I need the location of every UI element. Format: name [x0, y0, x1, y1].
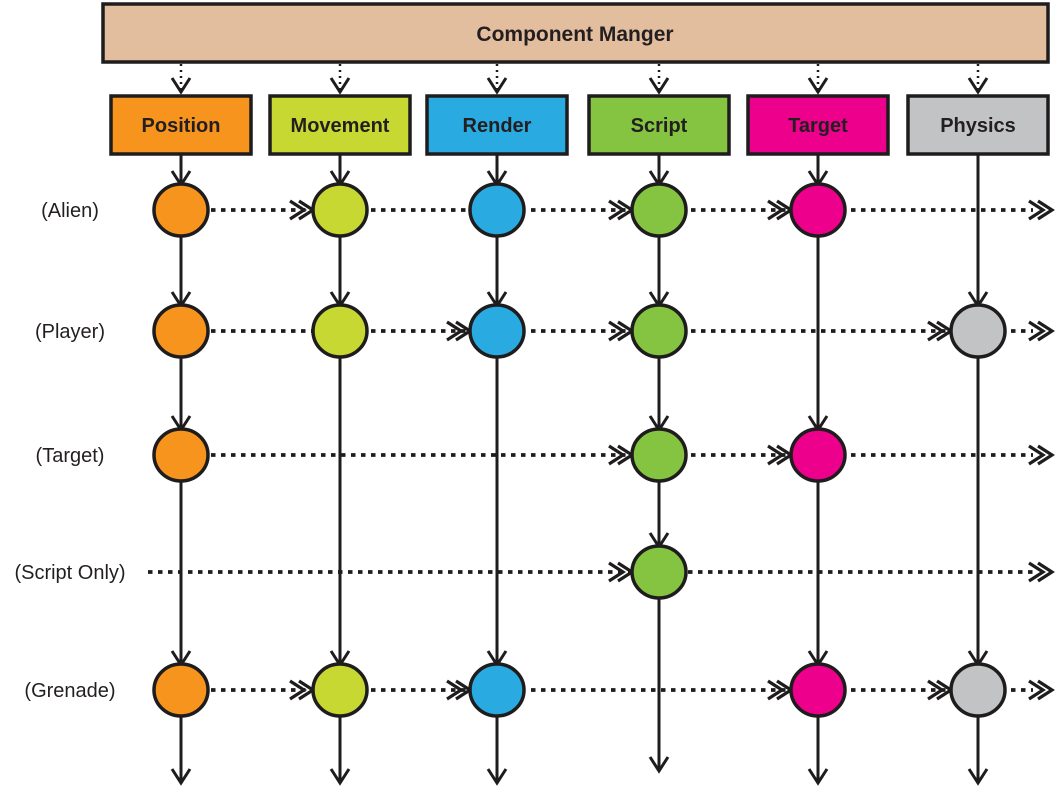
component-box-label-target: Target: [788, 115, 848, 137]
bar-connector-arrowhead-physics: [967, 77, 989, 95]
bar-connector-arrowhead-target: [807, 77, 829, 95]
circle-player-position: [152, 303, 210, 359]
dashed-arrowhead-grenade-render: [446, 679, 473, 701]
column-bottom-arrowhead-physics: [967, 768, 989, 786]
bar-connector-arrowhead-render: [486, 77, 508, 95]
row-label-alien: (Alien): [41, 200, 99, 222]
circle-target-target: [789, 427, 847, 483]
row-label-grenade: (Grenade): [24, 680, 115, 702]
circle-alien-position: [152, 182, 210, 238]
circle-target-script: [630, 427, 688, 483]
row-right-edge-arrowhead-grenade: [1028, 679, 1055, 701]
component-box-render: [425, 94, 569, 156]
diagram-generated-content: Position Movement Render Script Target Physic…: [14, 64, 1055, 786]
row-right-edge-arrowhead-player: [1028, 320, 1055, 342]
circle-grenade-movement: [311, 662, 369, 718]
circle-alien-movement: [311, 182, 369, 238]
bar-connector-arrowhead-movement: [329, 77, 351, 95]
circle-alien-render: [468, 182, 526, 238]
component-manager-title: Component Manger: [476, 23, 673, 46]
bar-connector-arrowhead-position: [170, 77, 192, 95]
circle-grenade-physics: [949, 662, 1007, 718]
component-box-movement: [268, 94, 412, 156]
row-label-player: (Player): [35, 321, 105, 343]
component-box-target: [746, 94, 890, 156]
column-bottom-arrowhead-position: [170, 768, 192, 786]
circle-grenade-target: [789, 662, 847, 718]
row-right-edge-arrowhead-target: [1028, 444, 1055, 466]
circle-player-physics: [949, 303, 1007, 359]
circle-player-script: [630, 303, 688, 359]
column-bottom-arrowhead-render: [486, 768, 508, 786]
column-bottom-arrowhead-target: [807, 768, 829, 786]
circle-grenade-render: [468, 662, 526, 718]
dashed-arrowhead-player-render: [446, 320, 473, 342]
column-bottom-arrowhead-script: [648, 756, 670, 774]
circle-script-only-script: [630, 544, 688, 600]
row-right-edge-arrowhead-script-only: [1028, 561, 1055, 583]
bar-connector-arrowhead-script: [648, 77, 670, 95]
component-box-position: [109, 94, 253, 156]
circle-player-render: [468, 303, 526, 359]
row-label-script-only: (Script Only): [14, 562, 125, 584]
component-box-label-position: Position: [142, 115, 221, 137]
circle-grenade-position: [152, 662, 210, 718]
component-box-label-script: Script: [631, 115, 688, 137]
component-box-label-physics: Physics: [940, 115, 1016, 137]
circle-alien-script: [630, 182, 688, 238]
component-box-physics: [906, 94, 1050, 156]
component-box-label-movement: Movement: [291, 115, 390, 137]
row-label-target: (Target): [36, 445, 105, 467]
circle-target-position: [152, 427, 210, 483]
component-box-label-render: Render: [463, 115, 532, 137]
circle-player-movement: [311, 303, 369, 359]
component-manager-bar: [101, 2, 1050, 64]
circle-alien-target: [789, 182, 847, 238]
row-right-edge-arrowhead-alien: [1028, 199, 1055, 221]
column-bottom-arrowhead-movement: [329, 768, 351, 786]
component-box-script: [587, 94, 731, 156]
